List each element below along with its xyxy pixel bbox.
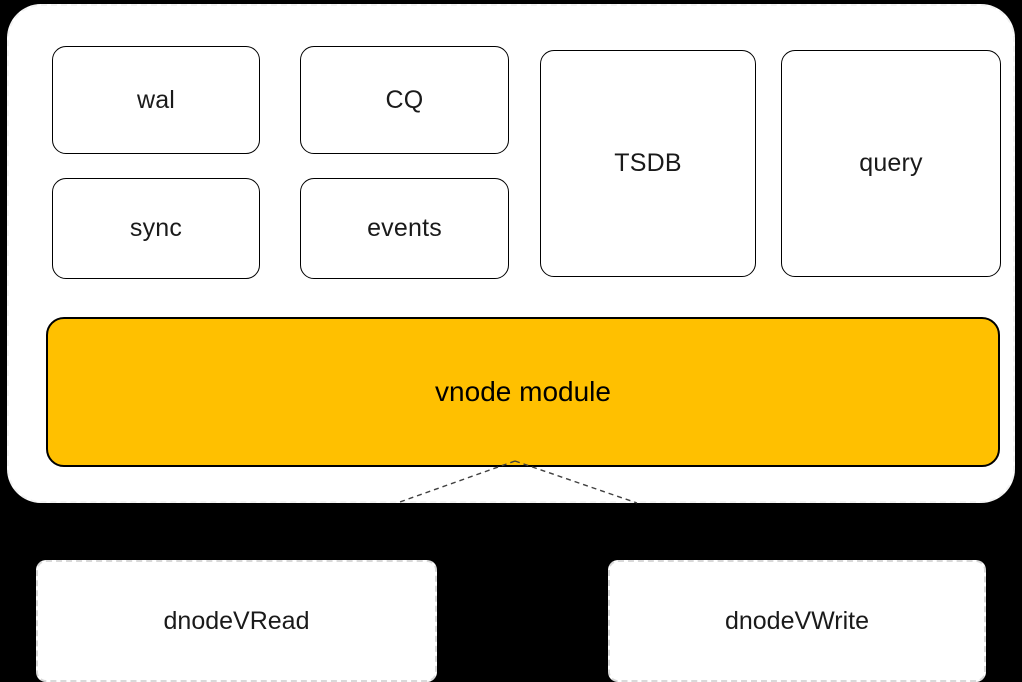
dnode-box-dnodevread[interactable]: dnodeVRead <box>36 560 437 682</box>
vnode-module-bar[interactable]: vnode module <box>46 317 1000 467</box>
module-box-tsdb[interactable]: TSDB <box>540 50 756 277</box>
module-box-events[interactable]: events <box>300 178 509 279</box>
module-label-wal: wal <box>136 85 176 114</box>
module-label-query: query <box>859 149 923 177</box>
module-label-sync: sync <box>129 214 183 242</box>
module-label-events: events <box>367 214 442 242</box>
dnode-box-dnodevwrite[interactable]: dnodeVWrite <box>608 560 986 682</box>
module-box-cq[interactable]: CQ <box>300 46 509 154</box>
module-box-wal[interactable]: wal <box>52 46 260 154</box>
module-box-sync[interactable]: sync <box>52 178 260 279</box>
module-label-cq: CQ <box>385 85 424 114</box>
dnode-label-dnodevread: dnodeVRead <box>163 606 310 635</box>
module-label-tsdb: TSDB <box>614 149 682 177</box>
dnode-label-dnodevwrite: dnodeVWrite <box>724 606 870 635</box>
vnode-module-label: vnode module <box>435 376 611 407</box>
vnode-container: wal CQ sync events TSDB query vnode modu… <box>7 4 1015 503</box>
module-box-query[interactable]: query <box>781 50 1001 277</box>
